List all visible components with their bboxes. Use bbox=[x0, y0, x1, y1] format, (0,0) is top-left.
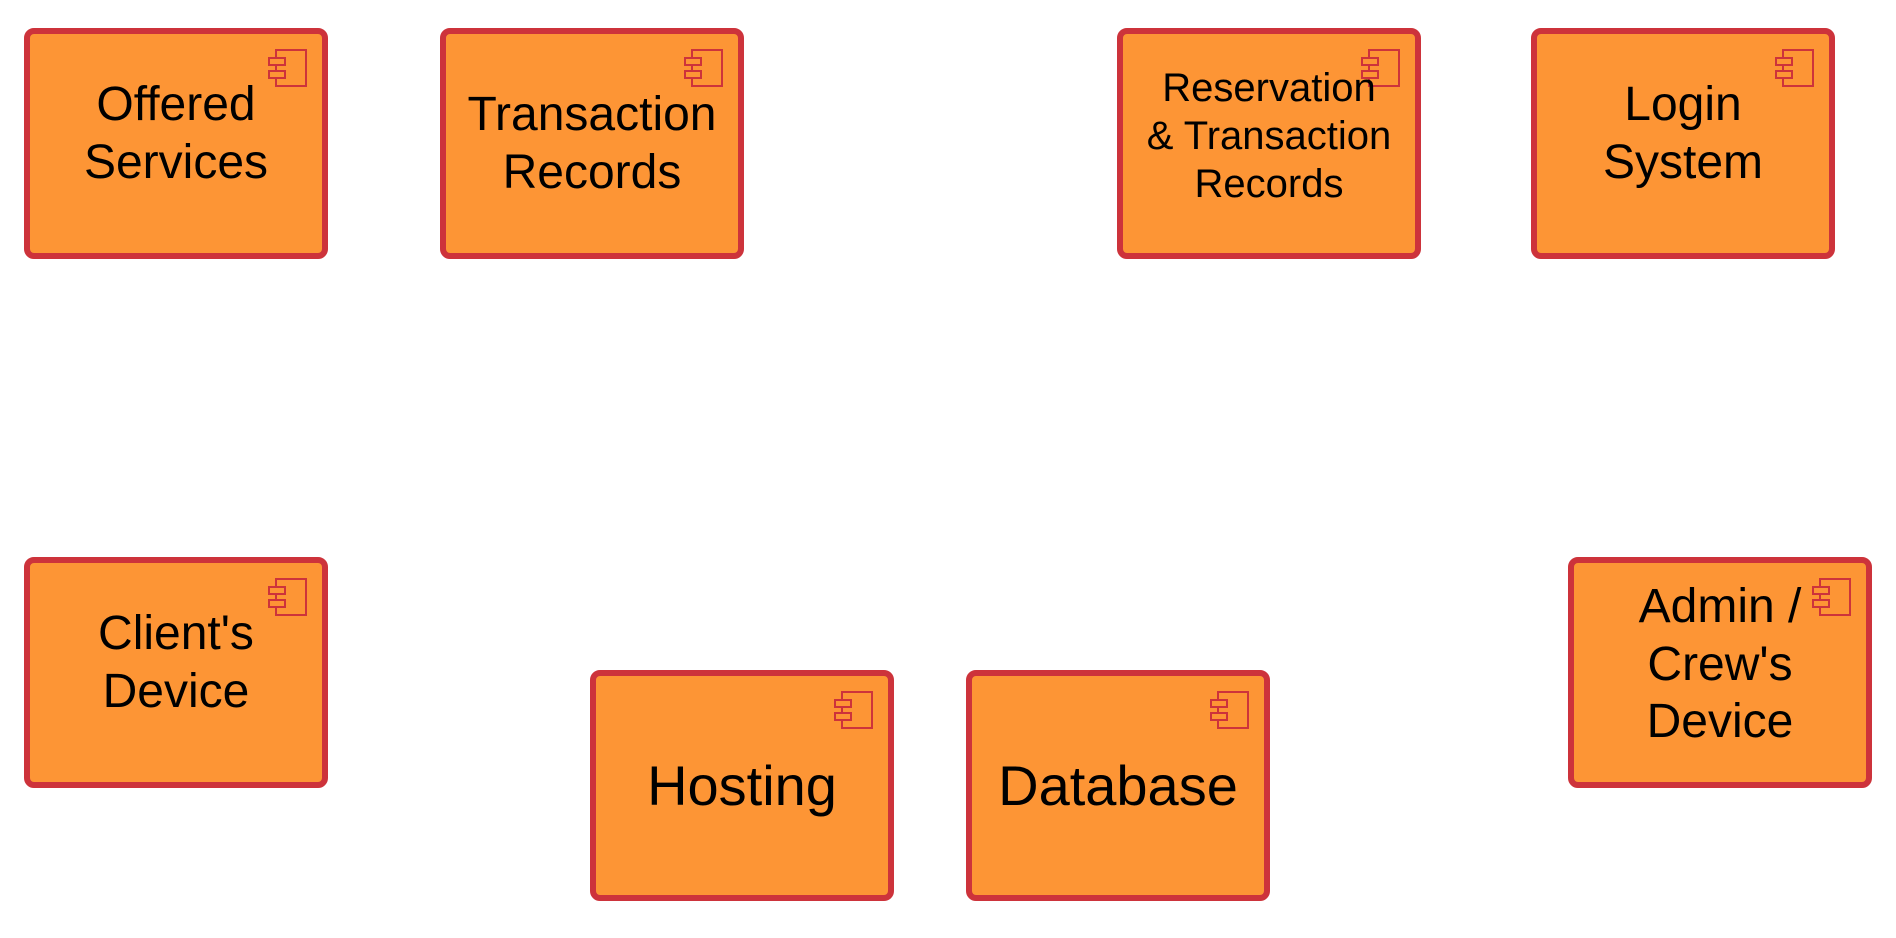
component-offered-services[interactable]: Offered Services bbox=[24, 28, 328, 259]
uml-component-icon bbox=[1812, 577, 1852, 617]
component-label: Reservation & Transaction Records bbox=[1146, 65, 1392, 206]
component-clients-device[interactable]: Client's Device bbox=[24, 557, 328, 788]
uml-component-icon bbox=[268, 48, 308, 88]
uml-component-icon bbox=[834, 690, 874, 730]
component-label: Login System bbox=[1602, 77, 1764, 189]
component-login-system[interactable]: Login System bbox=[1531, 28, 1835, 259]
component-hosting[interactable]: Hosting bbox=[590, 670, 894, 901]
component-label: Offered Services bbox=[83, 77, 269, 189]
uml-component-icon bbox=[684, 48, 724, 88]
component-label: Transaction Records bbox=[467, 87, 717, 199]
uml-component-icon bbox=[1210, 690, 1250, 730]
uml-component-icon bbox=[1361, 48, 1401, 88]
component-label: Admin / Crew's Device bbox=[1638, 580, 1802, 749]
component-label: Client's Device bbox=[98, 606, 254, 718]
component-label: Hosting bbox=[647, 753, 837, 817]
uml-component-icon bbox=[1775, 48, 1815, 88]
component-transaction-records[interactable]: Transaction Records bbox=[440, 28, 744, 259]
component-label: Database bbox=[998, 753, 1238, 817]
component-database[interactable]: Database bbox=[966, 670, 1270, 901]
component-reservation-transaction-records[interactable]: Reservation & Transaction Records bbox=[1117, 28, 1421, 259]
uml-component-icon bbox=[268, 577, 308, 617]
component-admin-crew-device[interactable]: Admin / Crew's Device bbox=[1568, 557, 1872, 788]
